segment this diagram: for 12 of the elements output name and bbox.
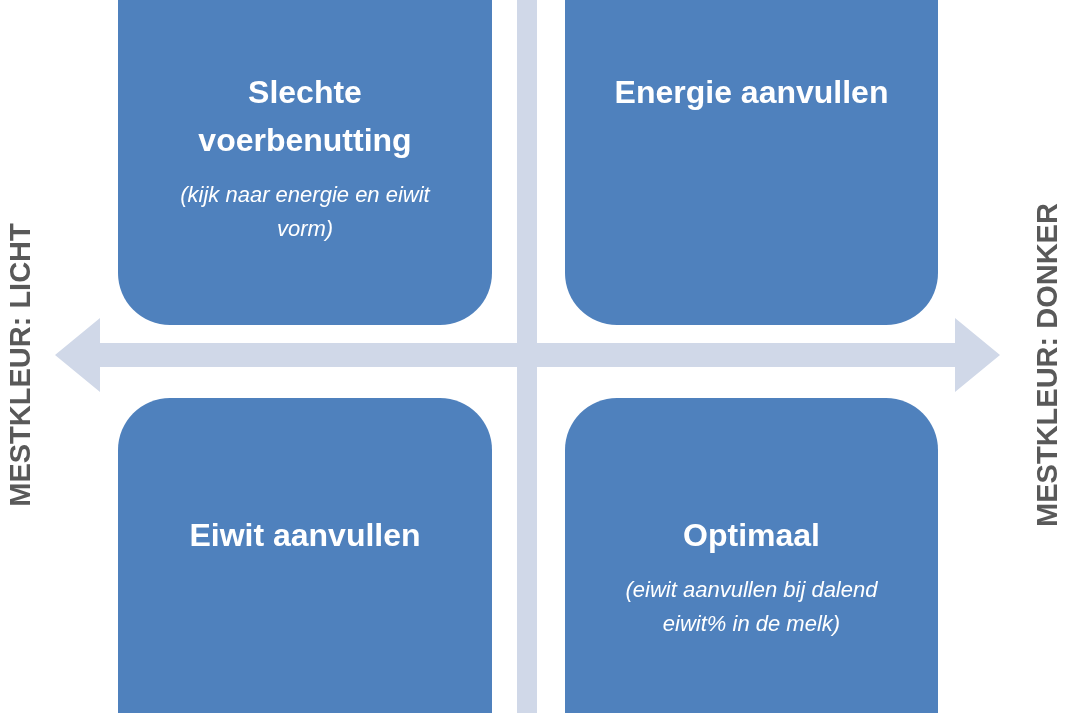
quadrant-note: (kijk naar energie en eiwit vorm) <box>179 181 432 243</box>
quadrant-box <box>565 398 938 713</box>
quadrant-note: (eiwit aanvullen bij dalend eiwit% in de melk) <box>624 576 879 638</box>
axis-label: MESTKLEUR: LICHT <box>3 222 37 509</box>
quadrant-heading: Energie aanvullen <box>613 73 890 112</box>
quadrant-heading: Slechte voerbenutting <box>197 73 413 160</box>
quadrant-heading: Eiwit aanvullen <box>188 516 422 555</box>
quadrant-box <box>118 398 492 713</box>
quadrant-box <box>118 0 492 325</box>
axis-label: MESTKLEUR: DONKER <box>1030 202 1064 529</box>
quadrant-heading: Optimaal <box>682 516 821 555</box>
quadrant-box <box>565 0 938 325</box>
